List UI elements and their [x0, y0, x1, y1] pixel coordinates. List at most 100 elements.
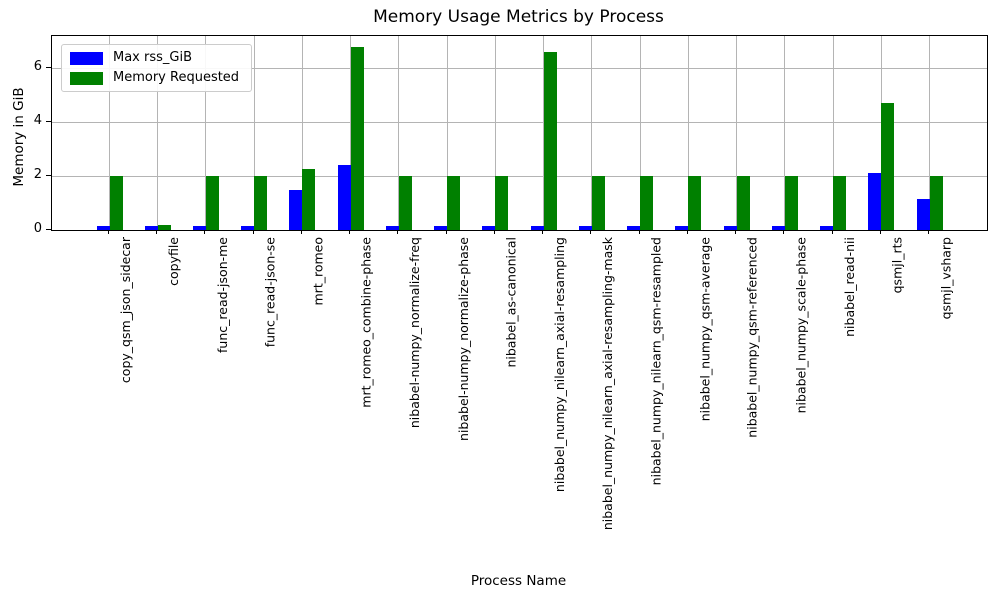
bar-memory-requested [254, 176, 268, 230]
x-tick-label: nibabel_numpy_qsm-referenced [745, 237, 761, 438]
bar-memory-requested [736, 176, 750, 230]
x-tick-mark [349, 230, 351, 234]
legend-item-label: Max rss_GiB [113, 50, 193, 65]
x-tick-mark [735, 230, 737, 234]
bar-max-rss [868, 173, 882, 230]
bar-max-rss [627, 226, 641, 230]
x-tick-mark [108, 230, 109, 234]
bar-memory-requested [447, 176, 461, 230]
x-tick-mark [397, 230, 399, 234]
bar-max-rss [192, 226, 206, 230]
x-tick-mark [879, 230, 881, 234]
bar-memory-requested [398, 176, 412, 230]
bar-memory-requested [350, 46, 364, 230]
bar-memory-requested [640, 176, 654, 230]
x-tick-label: nibabel_as-canonical [503, 237, 519, 368]
gridline-vertical [109, 36, 110, 230]
x-tick-label: nibabel_numpy_qsm-average [696, 237, 712, 422]
bar-memory-requested [784, 176, 798, 230]
x-tick-mark [300, 230, 302, 234]
y-tick-label: 6 [33, 59, 42, 75]
x-tick-label: copyfile [166, 237, 182, 286]
x-tick-label: mrt_romeo [310, 237, 326, 306]
x-tick-label: nibabel_read-nii [841, 237, 857, 337]
gridline-vertical [687, 36, 689, 230]
gridline-vertical [157, 36, 159, 230]
gridline-vertical [398, 36, 400, 230]
y-tick-mark [46, 120, 51, 122]
legend-swatch [70, 51, 103, 65]
x-tick-label: qsmjl_rts [889, 237, 905, 294]
gridline-vertical [446, 36, 448, 230]
x-tick-mark [638, 230, 640, 234]
bar-memory-requested [929, 176, 943, 230]
bar-max-rss [916, 199, 930, 230]
gridline-horizontal [52, 67, 987, 69]
bar-max-rss [771, 226, 785, 230]
x-tick-mark [590, 230, 592, 234]
gridline-vertical [736, 36, 738, 230]
bar-max-rss [820, 226, 834, 230]
bar-max-rss [385, 226, 399, 230]
bar-max-rss [578, 226, 592, 230]
bar-memory-requested [881, 103, 895, 230]
bar-memory-requested [591, 176, 605, 230]
x-tick-mark [252, 230, 254, 234]
bar-memory-requested [302, 169, 316, 230]
legend-swatch [70, 71, 103, 85]
x-tick-label: nibabel-numpy_normalize-phase [455, 237, 471, 441]
plot-area [51, 35, 988, 231]
bar-memory-requested [688, 176, 702, 230]
gridline-horizontal [52, 121, 987, 123]
x-tick-mark [156, 230, 158, 234]
bar-max-rss [434, 226, 448, 230]
x-tick-mark [493, 230, 495, 234]
bar-max-rss [723, 226, 737, 230]
x-tick-label: nibabel_numpy_nilearn_axial-resampling [552, 237, 568, 493]
gridline-vertical [639, 36, 641, 230]
bar-max-rss [241, 226, 255, 230]
x-tick-mark [445, 230, 447, 234]
y-tick-label: 0 [33, 221, 42, 236]
y-tick-mark [46, 174, 51, 176]
legend-item-label: Memory Requested [113, 70, 240, 85]
x-tick-label: qsmjl_vsharp [938, 237, 953, 320]
bar-max-rss [96, 226, 110, 230]
chart-title: Memory Usage Metrics by Process [373, 7, 664, 27]
legend-item: Memory Requested [70, 70, 239, 86]
x-tick-mark [204, 230, 206, 234]
x-tick-mark [831, 230, 833, 234]
y-tick-label: 4 [33, 113, 42, 129]
bar-max-rss [144, 226, 158, 230]
bar-memory-requested [109, 176, 123, 230]
x-tick-label: func_read-json-se [262, 237, 278, 348]
gridline-horizontal [52, 175, 987, 177]
gridline-vertical [494, 36, 496, 230]
bar-memory-requested [833, 176, 847, 230]
gridline-vertical [784, 36, 786, 230]
bar-max-rss [675, 226, 689, 230]
gridline-vertical [832, 36, 834, 230]
bar-max-rss [289, 189, 303, 230]
x-tick-mark [686, 230, 688, 234]
bar-memory-requested [205, 176, 219, 230]
x-tick-label: nibabel_numpy_nilearn_qsm-resampled [648, 237, 664, 486]
x-tick-mark [783, 230, 785, 234]
bar-max-rss [337, 165, 351, 230]
bar-memory-requested [495, 176, 509, 230]
gridline-vertical [253, 36, 255, 230]
x-tick-mark [928, 230, 929, 234]
y-tick-mark [46, 228, 51, 230]
x-axis-label: Process Name [470, 573, 567, 589]
x-tick-label: mrt_romeo_combine-phase [359, 237, 375, 408]
gridline-vertical [301, 36, 303, 230]
bar-max-rss [530, 226, 544, 230]
x-tick-mark [542, 230, 544, 234]
bar-memory-requested [157, 224, 171, 230]
y-tick-mark [46, 66, 51, 68]
bar-memory-requested [543, 52, 557, 230]
x-tick-label: nibabel_numpy_nilearn_axial-resampling-m… [600, 237, 616, 531]
x-tick-label: nibabel_numpy_scale-phase [793, 237, 809, 414]
x-tick-label: nibabel-numpy_normalize-freq [407, 237, 423, 429]
